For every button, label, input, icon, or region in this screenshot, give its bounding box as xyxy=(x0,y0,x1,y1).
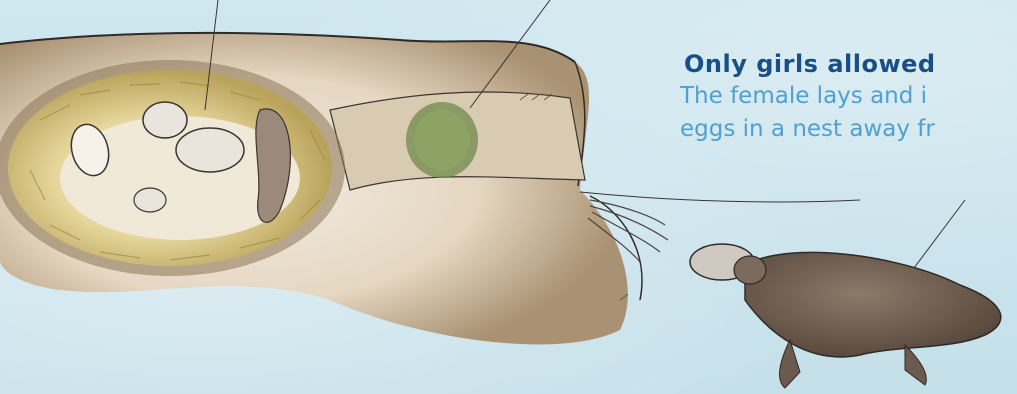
tunnel xyxy=(330,92,585,190)
caption-block: Only girls allowed The female lays and i… xyxy=(680,50,1017,146)
caption-line-1: The female lays and i xyxy=(680,80,1017,113)
nest-chamber xyxy=(0,60,345,276)
caption-line-2: eggs in a nest away fr xyxy=(680,113,1017,146)
caption-title: Only girls allowed xyxy=(684,50,1017,78)
platypus-drawing xyxy=(690,244,1001,388)
